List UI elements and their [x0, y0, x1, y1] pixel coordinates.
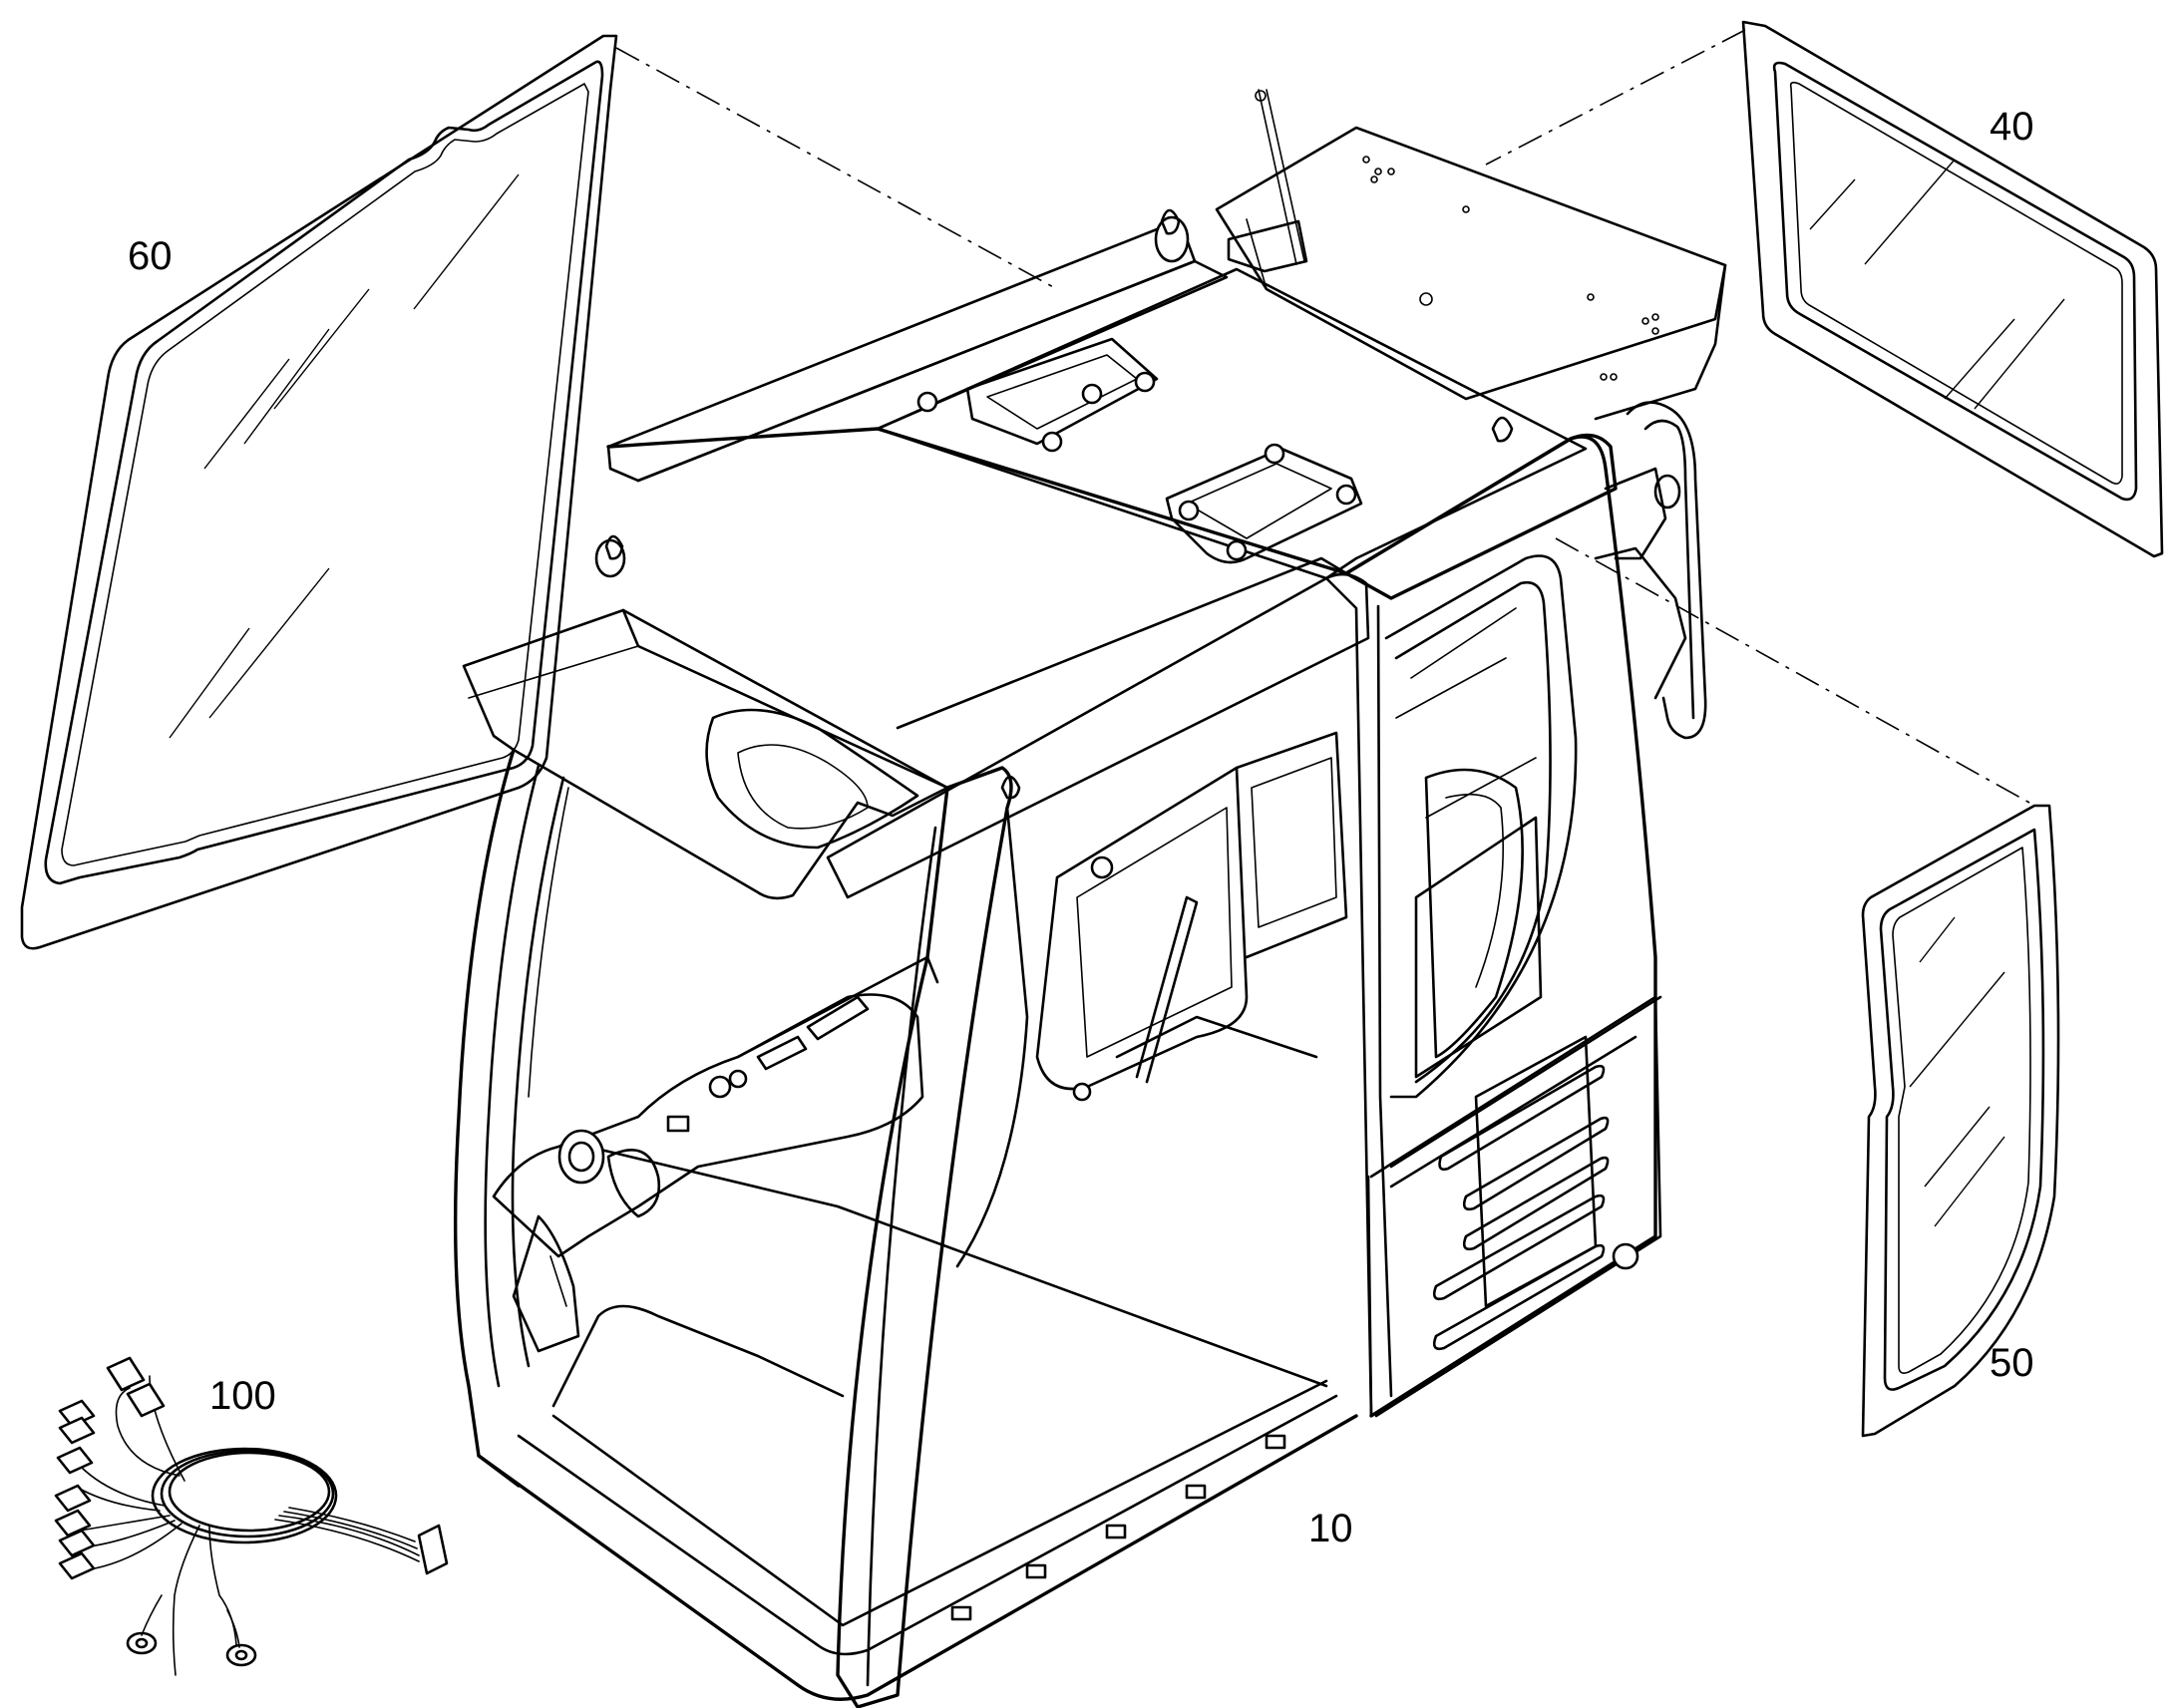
floor-clips [950, 1434, 1286, 1621]
part-number-labels: 10 40 50 60 100 [128, 105, 2034, 1550]
door-vents [1432, 1064, 1610, 1351]
part-label-100: 100 [209, 1374, 276, 1418]
part-label-60: 60 [128, 234, 173, 278]
part-label-10: 10 [1308, 1507, 1353, 1550]
cab-frame-10 [453, 89, 1727, 1708]
part-label-40: 40 [1990, 105, 2034, 149]
roof-bolts [916, 371, 1357, 561]
roof-bolt-holes [1362, 156, 1659, 381]
door-glass-50 [1861, 804, 2060, 1438]
rear-window-glass-40 [1741, 20, 2164, 558]
part-label-50: 50 [1990, 1341, 2034, 1385]
windshield-glass-60 [20, 34, 618, 950]
wire-harness-100 [54, 1356, 449, 1676]
assembly-guide-lines [615, 29, 2030, 804]
